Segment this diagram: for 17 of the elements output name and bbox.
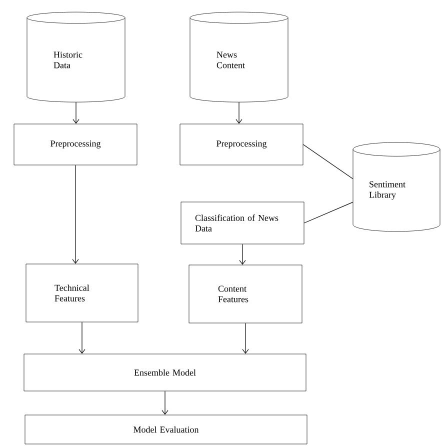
database-cylinder: News Content [190, 12, 288, 102]
database-cylinder: Historic Data [26, 12, 126, 102]
process-box: Ensemble Model [24, 354, 306, 392]
process-box: Technical Features [26, 264, 138, 322]
process-box: Preprocessing [180, 124, 304, 166]
arrow [72, 102, 80, 124]
arrow [236, 102, 242, 124]
database-cylinder: Sentiment Library [352, 142, 440, 232]
process-box: Classification of News Data [180, 202, 304, 244]
process-box: Content Features [188, 264, 302, 324]
arrow [239, 244, 246, 265]
process-box: Model Evaluation [24, 414, 308, 444]
arrow [72, 164, 79, 264]
arrow [242, 322, 249, 354]
process-box: Preprocessing [14, 124, 138, 166]
arrow [162, 390, 168, 415]
arrow [78, 322, 86, 354]
